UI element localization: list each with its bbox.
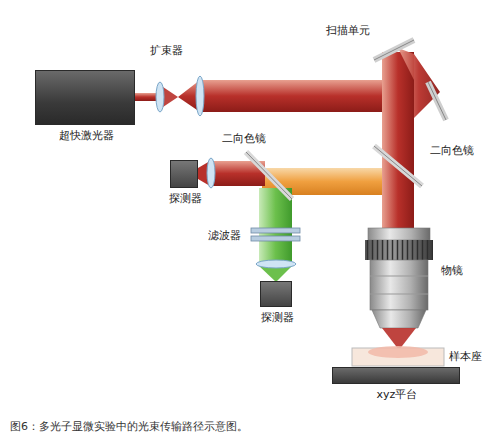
node-label: 探测器 [169,192,202,205]
detector-box: 探测器 [170,160,198,188]
part-label: 滤波器 [208,229,241,242]
node-label: xyz平台 [377,388,418,401]
part-label: 物镜 [441,264,463,277]
part-label: 扫描单元 [326,24,370,37]
part-label: 二向色镜 [222,132,266,145]
laser-box: 超快激光器 [35,70,135,125]
figure-caption: 图6：多光子显微实验中的光束传输路径示意图。 [10,420,248,433]
part-label: 样本座 [449,350,482,363]
part-label: 扩束器 [150,44,183,57]
xyz-stage: xyz平台 [332,367,460,384]
part-label: 二向色镜 [430,144,474,157]
detector-box: 探测器 [260,281,292,307]
node-label: 探测器 [261,311,294,324]
node-label: 超快激光器 [59,129,114,142]
